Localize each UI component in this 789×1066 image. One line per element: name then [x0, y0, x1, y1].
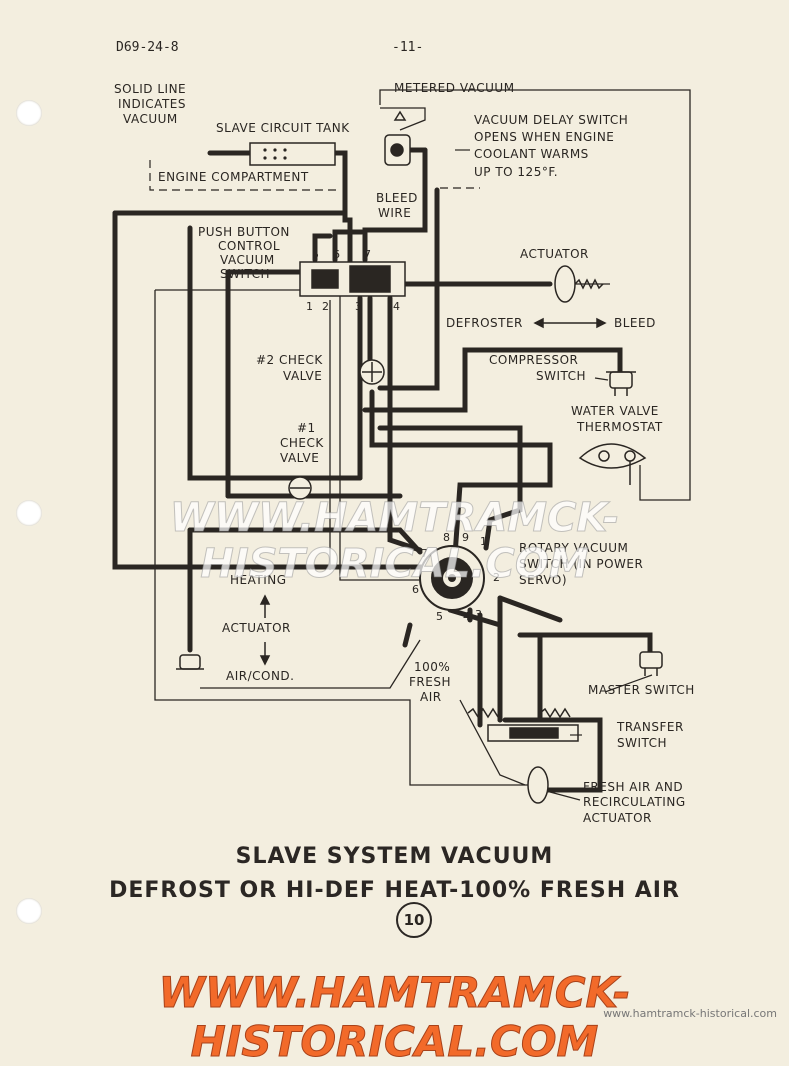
label-delay-switch-2: OPENS WHEN ENGINE	[474, 130, 614, 144]
slave-circuit-tank	[249, 142, 336, 166]
push-button-switch	[299, 261, 406, 297]
label-slave-tank: SLAVE CIRCUIT TANK	[216, 121, 350, 135]
defroster-bleed-arrow	[533, 317, 607, 329]
rotary-port-3: 3	[475, 608, 482, 621]
check-valve-2	[359, 359, 385, 385]
rotary-port-9: 9	[462, 531, 469, 544]
fresh-recirc-actuator	[527, 766, 549, 804]
check-valve-1	[288, 476, 312, 500]
label-metered-vacuum: METERED VACUUM	[394, 81, 515, 95]
label-fresh-recirc-1: FRESH AIR AND	[583, 780, 683, 794]
label-water-valve-1: WATER VALVE	[571, 404, 659, 418]
label-actuator-top: ACTUATOR	[520, 247, 589, 261]
pb-port-3: 3	[355, 300, 362, 313]
transfer-switch	[467, 707, 579, 742]
rotary-port-4: 4	[463, 610, 470, 623]
label-fresh-100-2: FRESH	[409, 675, 451, 689]
engine-compartment-boundary	[149, 160, 480, 191]
rotary-port-7: 7	[421, 547, 428, 560]
doc-code: D69-24-8	[116, 40, 179, 55]
pb-port-6: 6	[333, 248, 340, 261]
label-bleed-wire-2: WIRE	[378, 206, 411, 220]
master-switch	[639, 651, 663, 676]
label-solid-line-3: VACUUM	[123, 112, 178, 126]
pb-port-7: 7	[364, 248, 371, 261]
binder-hole-top	[16, 100, 42, 126]
label-bleed: BLEED	[614, 316, 656, 330]
pb-port-1: 1	[306, 300, 313, 313]
label-push-button-3: VACUUM	[220, 253, 275, 267]
heating-aircond-arrows	[259, 594, 271, 666]
label-push-button-2: CONTROL	[218, 239, 280, 253]
label-defroster: DEFROSTER	[446, 316, 523, 330]
watermark-center: WWW.HAMTRAMCK-HISTORICAL.COM	[169, 495, 620, 588]
label-rotary-1: ROTARY VACUUM	[519, 541, 628, 555]
label-check1-1: #1	[297, 421, 316, 435]
pb-port-2: 2	[322, 300, 329, 313]
label-compressor-2: SWITCH	[536, 369, 586, 383]
actuator-heating-aircond	[176, 654, 204, 670]
label-fresh-100-3: AIR	[420, 690, 442, 704]
rotary-port-1: 1	[480, 535, 487, 548]
label-rotary-2: SWITCH (IN POWER	[519, 557, 643, 571]
label-rotary-3: SERVO)	[519, 573, 567, 587]
label-water-valve-2: THERMOSTAT	[576, 420, 663, 434]
label-fresh-recirc-2: RECIRCULATING	[583, 795, 686, 809]
label-compressor-1: COMPRESSOR	[489, 353, 578, 367]
title-line-1: SLAVE SYSTEM VACUUM	[235, 844, 554, 869]
label-bleed-wire-1: BLEED	[376, 191, 418, 205]
rotary-port-5: 5	[436, 610, 443, 623]
label-transfer-2: SWITCH	[617, 736, 667, 750]
label-master-switch: MASTER SWITCH	[588, 683, 695, 697]
bleed-lines	[154, 89, 691, 786]
label-actuator-mid: ACTUATOR	[222, 621, 291, 635]
label-check1-3: VALVE	[280, 451, 319, 465]
label-fresh-recirc-3: ACTUATOR	[583, 811, 652, 825]
label-delay-switch-3: COOLANT WARMS	[474, 147, 589, 161]
vacuum-lines	[112, 147, 653, 793]
label-engine-compartment: ENGINE COMPARTMENT	[158, 170, 309, 184]
binder-hole-middle	[16, 500, 42, 526]
label-check2-1: #2 CHECK	[256, 353, 323, 367]
vacuum-diagram: SOLID LINE INDICATES VACUUM SLAVE CIRCUI…	[112, 81, 695, 825]
label-check1-2: CHECK	[280, 436, 324, 450]
title-line-2: DEFROST OR HI-DEF HEAT-100% FRESH AIR	[109, 878, 680, 903]
actuator-defroster	[554, 265, 604, 303]
label-aircond: AIR/COND.	[226, 669, 294, 683]
watermark-small: www.hamtramck-historical.com	[603, 1007, 777, 1020]
label-delay-switch-1: VACUUM DELAY SWITCH	[474, 113, 628, 127]
label-push-button-4: SWITCH	[220, 267, 270, 281]
label-solid-line-2: INDICATES	[118, 97, 186, 111]
label-delay-switch-4: UP TO 125°F.	[474, 165, 558, 179]
figure-number: 10	[396, 902, 432, 938]
label-check2-2: VALVE	[283, 369, 322, 383]
pb-port-5: 5	[312, 248, 319, 261]
pointer-arrows	[455, 149, 653, 801]
binder-hole-bottom	[16, 898, 42, 924]
label-solid-line-1: SOLID LINE	[114, 82, 186, 96]
rotary-port-2: 2	[493, 571, 500, 584]
rotary-port-6: 6	[412, 583, 419, 596]
label-push-button-1: PUSH BUTTON	[198, 225, 290, 239]
compressor-switch	[606, 371, 636, 396]
label-heating: HEATING	[230, 573, 287, 587]
pb-port-4: 4	[393, 300, 400, 313]
label-fresh-100-1: 100%	[414, 660, 450, 674]
rotary-port-8: 8	[443, 531, 450, 544]
label-transfer-1: TRANSFER	[616, 720, 684, 734]
water-valve-thermostat	[578, 443, 647, 485]
vacuum-delay-switch	[384, 110, 411, 166]
page-number: -11-	[392, 40, 424, 55]
rotary-vacuum-switch	[419, 545, 485, 611]
